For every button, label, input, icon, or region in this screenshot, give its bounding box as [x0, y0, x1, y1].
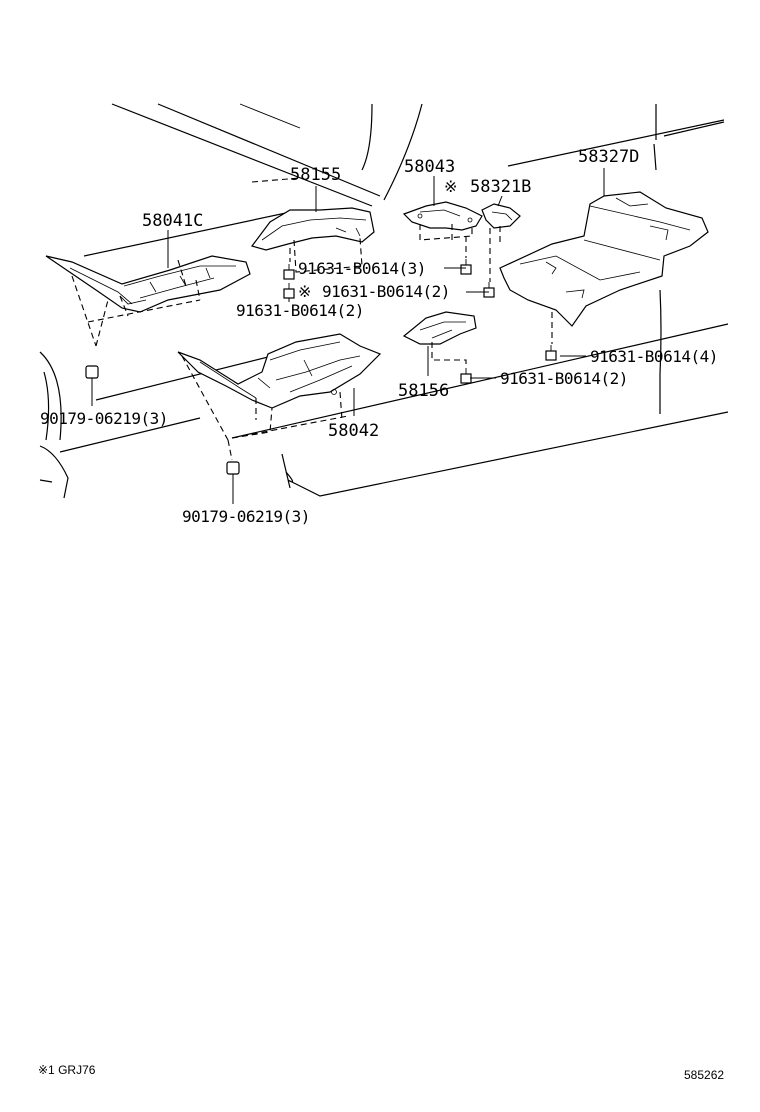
label-58155[interactable]: 58155 — [290, 165, 341, 185]
bolt-icon[interactable] — [545, 345, 557, 361]
label-58156[interactable]: 58156 — [398, 381, 449, 401]
bolt-icon[interactable] — [483, 282, 495, 298]
label-b2[interactable]: 91631-B0614(2) — [322, 282, 450, 301]
mark-b2: ※ — [298, 282, 311, 301]
part-58043[interactable] — [402, 201, 483, 231]
label-b3[interactable]: 91631-B0614(2) — [236, 301, 364, 320]
part-58042[interactable] — [177, 333, 382, 409]
mark-58321b: ※ — [444, 177, 457, 196]
leader-lines — [91, 168, 605, 504]
footer-code: 585262 — [684, 1068, 724, 1082]
footer: ※1 GRJ76 585262 — [38, 1063, 724, 1082]
label-b5[interactable]: 91631-B0614(2) — [500, 369, 628, 388]
label-58041c[interactable]: 58041C — [142, 211, 203, 231]
part-58327d[interactable] — [499, 191, 709, 327]
body-outline — [39, 103, 729, 499]
part-labels: 58155 58043 58327D ※ 58321B 58041C 91631… — [40, 147, 718, 526]
label-58042[interactable]: 58042 — [328, 421, 379, 441]
label-n2[interactable]: 90179-06219(3) — [182, 507, 310, 526]
bolt-icon[interactable] — [460, 368, 472, 384]
label-58327d[interactable]: 58327D — [578, 147, 639, 167]
part-58156[interactable] — [402, 311, 477, 345]
bolt-icon[interactable] — [283, 264, 295, 280]
part-58155[interactable] — [250, 207, 375, 251]
nut-icon[interactable] — [85, 365, 99, 379]
label-n1[interactable]: 90179-06219(3) — [40, 409, 168, 428]
footer-note: ※1 GRJ76 — [38, 1063, 96, 1077]
bolt-icon[interactable] — [283, 283, 295, 299]
bolt-icon[interactable] — [460, 259, 472, 275]
label-b1[interactable]: 91631-B0614(3) — [298, 259, 426, 278]
label-58321b[interactable]: 58321B — [470, 177, 531, 197]
label-b4[interactable]: 91631-B0614(4) — [590, 347, 718, 366]
assembly-lines — [71, 177, 553, 461]
part-58321b[interactable] — [481, 203, 521, 229]
label-58043[interactable]: 58043 — [404, 157, 455, 177]
nut-icon[interactable] — [226, 461, 240, 475]
part-58041c[interactable] — [45, 255, 251, 313]
